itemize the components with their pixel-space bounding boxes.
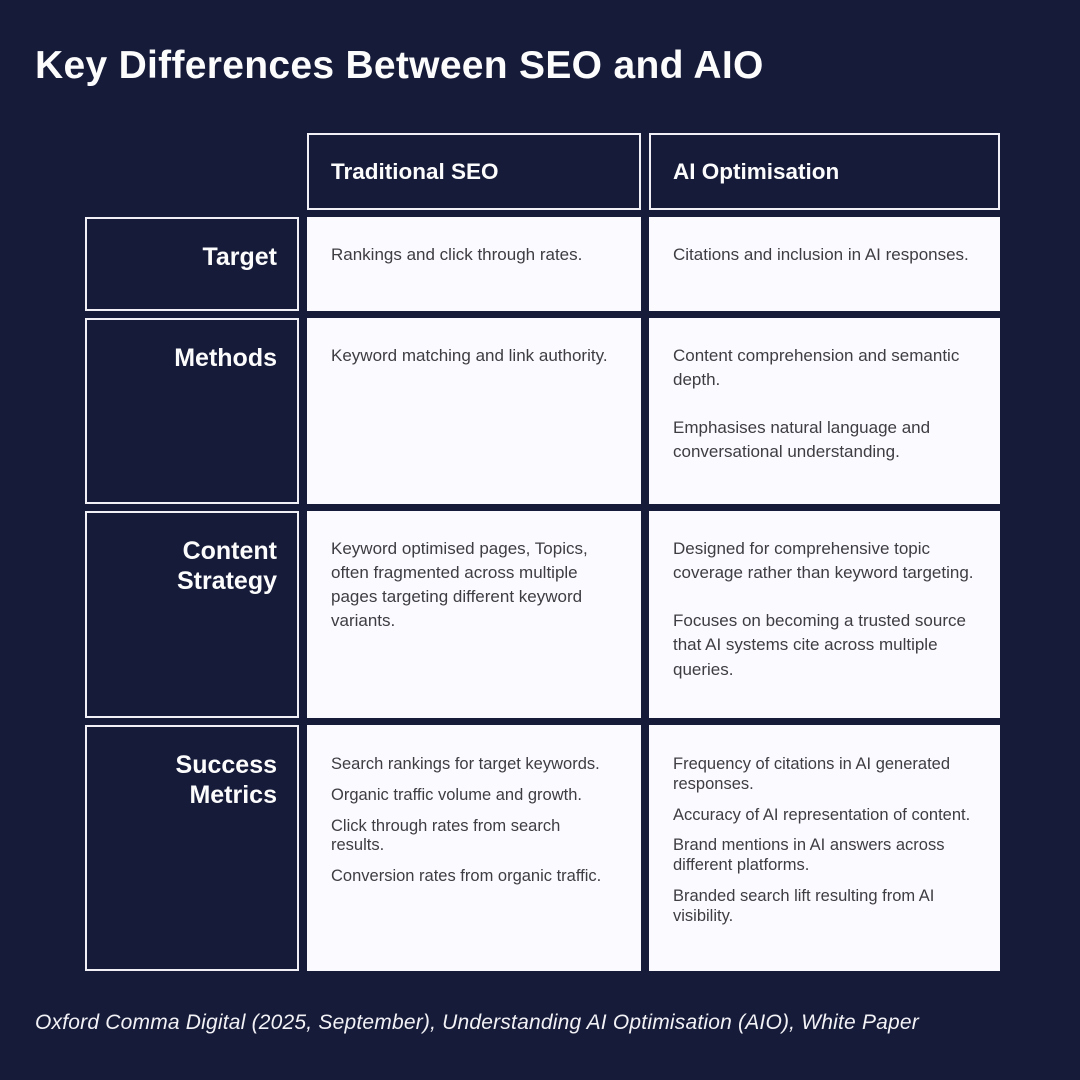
cell-methods-traditional-seo: Keyword matching and link authority. xyxy=(307,318,641,504)
row-label-target: Target xyxy=(85,217,299,311)
cell-content-strategy-ai-optimisation: Designed for comprehensive topic coverag… xyxy=(649,511,1000,718)
page-title: Key Differences Between SEO and AIO xyxy=(35,44,764,87)
cell-target-traditional-seo: Rankings and click through rates. xyxy=(307,217,641,311)
cell-paragraph: Content comprehension and semantic depth… xyxy=(673,346,960,390)
cell-paragraph: Frequency of citations in AI generated r… xyxy=(673,755,951,793)
cell-content-strategy-traditional-seo: Keyword optimised pages, Topics, often f… xyxy=(307,511,641,718)
cell-success-metrics-ai-optimisation: Frequency of citations in AI generated r… xyxy=(649,725,1000,971)
column-header-label: Traditional SEO xyxy=(331,158,499,184)
cell-paragraph: Citations and inclusion in AI responses. xyxy=(673,245,969,264)
cell-paragraph: Branded search lift resulting from AI vi… xyxy=(673,886,935,925)
cell-target-ai-optimisation: Citations and inclusion in AI responses. xyxy=(649,217,1000,311)
column-header-label: AI Optimisation xyxy=(673,158,840,184)
cell-paragraph: Keyword matching and link authority. xyxy=(331,346,608,365)
cell-paragraph: Click through rates from search results. xyxy=(331,816,561,855)
cell-paragraph: Focuses on becoming a trusted source tha… xyxy=(673,611,966,679)
cell-paragraph: Search rankings for target keywords. xyxy=(331,755,600,773)
comparison-table: Traditional SEO AI Optimisation Target Ra… xyxy=(85,133,1000,971)
cell-paragraph: Emphasises natural language and conversa… xyxy=(673,418,931,462)
citation-footer: Oxford Comma Digital (2025, September), … xyxy=(35,1011,920,1034)
cell-paragraph: Designed for comprehensive topic coverag… xyxy=(673,539,974,583)
column-header-ai-optimisation: AI Optimisation xyxy=(649,133,1000,210)
row-label-success-metrics: Success Metrics xyxy=(85,725,299,971)
row-label-methods: Methods xyxy=(85,318,299,504)
column-header-traditional-seo: Traditional SEO xyxy=(307,133,641,210)
cell-paragraph: Rankings and click through rates. xyxy=(331,245,583,264)
row-label-content-strategy: Content Strategy xyxy=(85,511,299,718)
cell-methods-ai-optimisation: Content comprehension and semantic depth… xyxy=(649,318,1000,504)
cell-paragraph: Brand mentions in AI answers across diff… xyxy=(673,836,945,875)
cell-paragraph: Organic traffic volume and growth. xyxy=(331,785,582,804)
header-spacer xyxy=(85,133,299,210)
cell-paragraph: Keyword optimised pages, Topics, often f… xyxy=(331,539,588,631)
cell-paragraph: Accuracy of AI representation of content… xyxy=(673,805,971,824)
cell-paragraph: Conversion rates from organic traffic. xyxy=(331,867,602,886)
cell-success-metrics-traditional-seo: Search rankings for target keywords. Orga… xyxy=(307,725,641,971)
